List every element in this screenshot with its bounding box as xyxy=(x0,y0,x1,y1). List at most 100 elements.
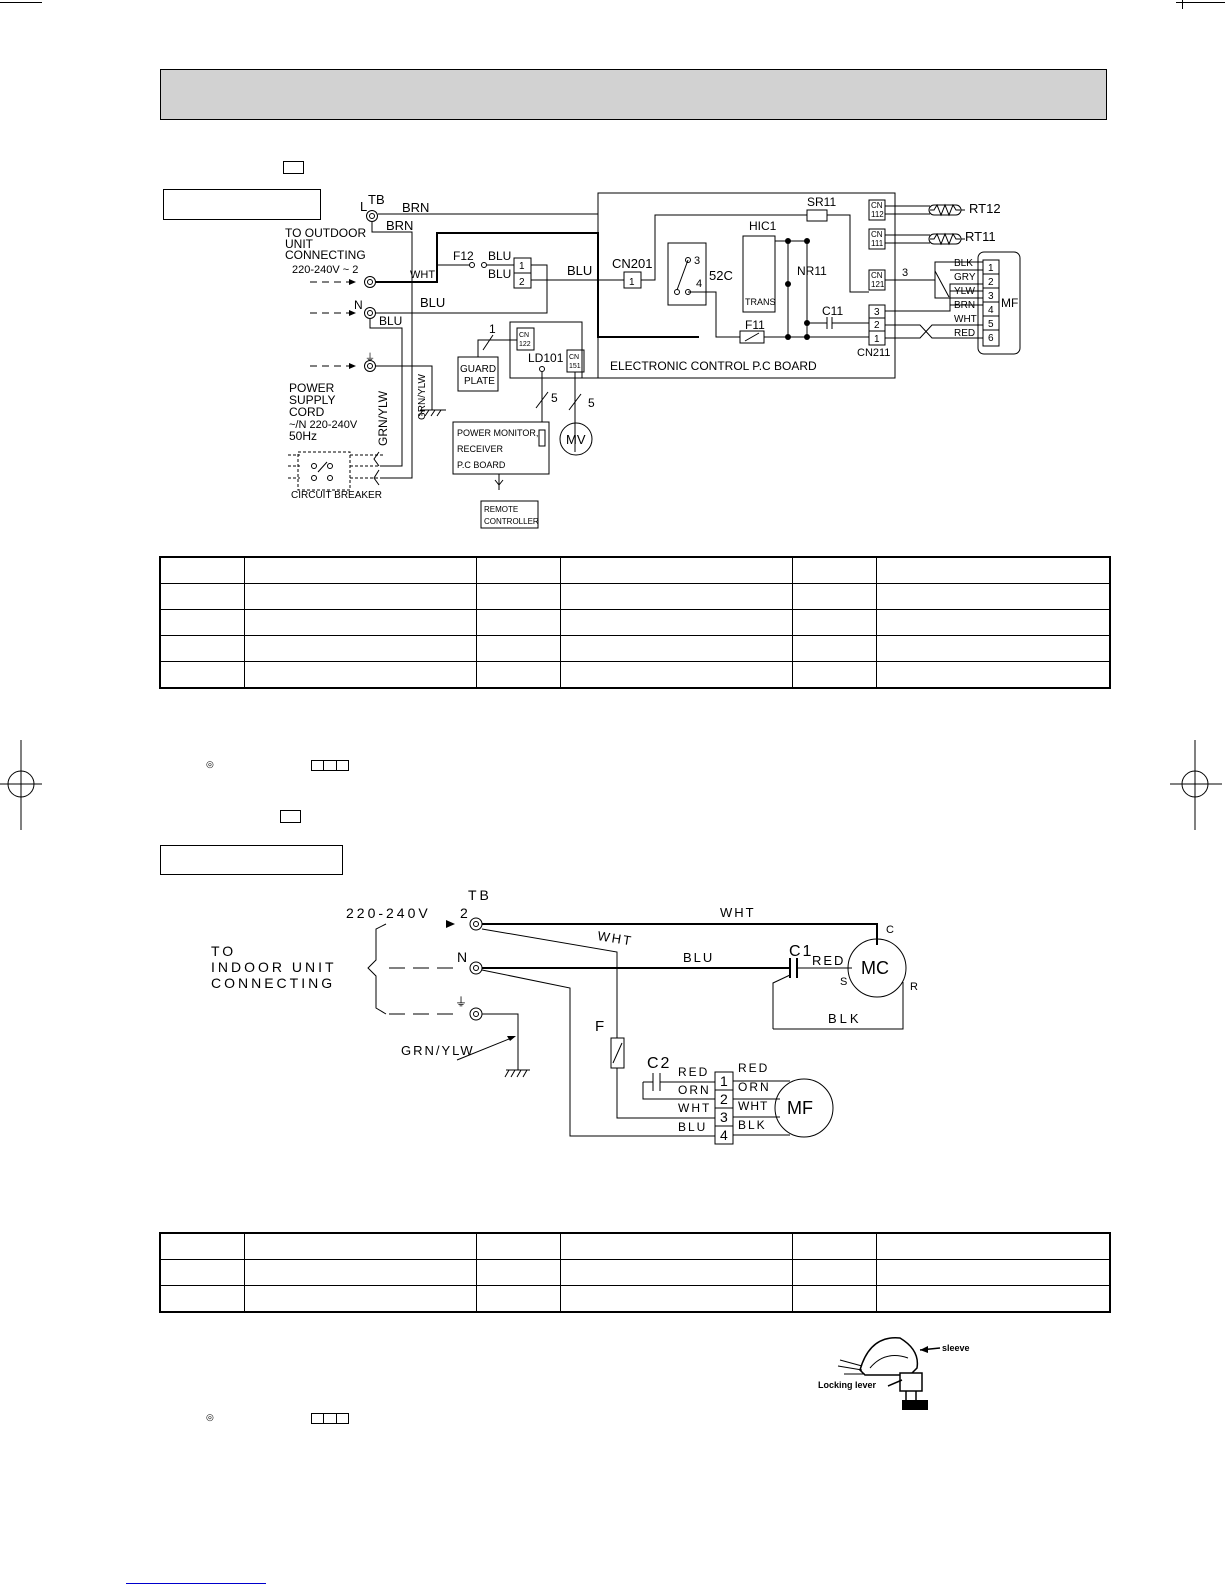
ld101-label: LD101 xyxy=(528,351,564,365)
mf-wire-label: WHT xyxy=(954,314,977,325)
section-title-band xyxy=(160,69,1107,120)
to-outdoor-label: TO OUTDOOR xyxy=(285,226,366,240)
circuit-breaker-label: CIRCUIT BREAKER xyxy=(291,490,382,501)
ground-symbol-icon: ⏚ xyxy=(455,995,467,1009)
rt11-label: RT11 xyxy=(965,229,996,244)
relay-pin-label: 3 xyxy=(694,255,700,267)
table-row xyxy=(159,1232,1111,1260)
crop-mark xyxy=(0,2,42,3)
fan-wire-right: RED xyxy=(738,1061,769,1075)
indoor-unit-label-box xyxy=(163,189,321,220)
pin-label: 1 xyxy=(519,261,525,272)
mf-pin-label: 3 xyxy=(988,291,994,302)
model-marker-box xyxy=(280,810,301,823)
to-outdoor-label: UNIT xyxy=(285,237,314,251)
table-row xyxy=(159,583,1111,610)
brn-wire-label: BRN xyxy=(386,218,413,233)
model-code-box xyxy=(311,760,349,771)
cn112-label: CN xyxy=(871,201,883,210)
outdoor-tb-label: TB xyxy=(468,887,492,903)
grn-ylw-label: GRN/YLW xyxy=(401,1043,475,1058)
blu-wire-label: BLU xyxy=(420,295,445,310)
relay-pin-label: 4 xyxy=(696,278,702,290)
wire-count-label: 3 xyxy=(902,267,908,279)
wht-wire-label: WHT xyxy=(597,928,635,948)
terminal-l-label: L xyxy=(360,199,367,214)
capacitor-c1-label: C1 xyxy=(789,943,813,960)
to-indoor-label: CONNECTING xyxy=(211,975,335,991)
wht-wire-label: WHT xyxy=(410,269,435,281)
cn211-pin-label: 2 xyxy=(874,320,880,331)
fan-wire-right: BLK xyxy=(738,1118,767,1132)
cn111-label: 111 xyxy=(871,239,884,248)
cn201-label: CN201 xyxy=(612,256,652,271)
rt12-label: RT12 xyxy=(969,201,1001,216)
fan-motor-mf-label: MF xyxy=(787,1098,813,1118)
fuse-f12-label: F12 xyxy=(453,249,474,263)
cn211-pin-label: 1 xyxy=(874,334,880,345)
to-indoor-label: TO xyxy=(211,943,236,959)
fan-wire-right: WHT xyxy=(738,1099,768,1113)
mf-pin-label: 4 xyxy=(988,305,994,316)
indoor-wiring-diagram: TB L BRN BRN TO OUTDOOR UNIT CONNECTING … xyxy=(285,192,1021,529)
mf-pin-label: 5 xyxy=(988,319,994,330)
mf-wire-label: RED xyxy=(954,328,975,339)
mc-terminal-s: S xyxy=(840,976,847,988)
compressor-mc-label: MC xyxy=(861,958,889,978)
table-row xyxy=(159,1259,1111,1286)
guard-wire-count: 1 xyxy=(489,322,496,336)
red-wire-label: RED xyxy=(812,953,845,968)
power-supply-label: SUPPLY xyxy=(289,393,335,407)
cn121-label: 121 xyxy=(871,280,885,289)
fan-pin-label: 2 xyxy=(720,1091,728,1107)
trans-label: TRANS xyxy=(745,297,776,307)
table-row xyxy=(159,635,1111,662)
nr11-label: NR11 xyxy=(797,264,827,278)
blu-wire-label: BLU xyxy=(488,267,511,281)
mf-pin-label: 6 xyxy=(988,333,994,344)
model-marker-box xyxy=(283,161,304,174)
fan-wire-left: WHT xyxy=(678,1101,711,1115)
cn151-label: 151 xyxy=(569,363,581,370)
cn111-label: CN xyxy=(871,230,883,239)
to-indoor-label: INDOOR UNIT xyxy=(211,959,337,975)
table-row xyxy=(159,1285,1111,1313)
cn211-label: CN211 xyxy=(857,347,890,359)
receiver-board-label: POWER MONITOR, xyxy=(457,428,538,438)
table-row xyxy=(159,556,1111,584)
relay-52c-label: 52C xyxy=(709,268,733,283)
hic1-label: HIC1 xyxy=(749,219,777,233)
power-supply-label: CORD xyxy=(289,405,325,419)
fuse-f11-label: F11 xyxy=(745,318,765,332)
wire-count-label: 5 xyxy=(588,396,595,410)
mc-terminal-r: R xyxy=(910,981,918,993)
cn151-label: CN xyxy=(569,354,579,361)
power-supply-label: ~/N 220-240V xyxy=(289,419,358,431)
model-code-box xyxy=(311,1413,349,1424)
table-row xyxy=(159,609,1111,636)
c11-label: C11 xyxy=(822,304,843,318)
crop-mark xyxy=(1182,0,1183,9)
blu-wire-label: BLU xyxy=(683,950,714,965)
power-supply-label: 50Hz xyxy=(289,429,317,443)
blk-wire-label: BLK xyxy=(828,1011,862,1026)
blu-wire-label: BLU xyxy=(567,263,592,278)
mf-pin-label: 1 xyxy=(988,263,994,274)
mf-wire-label: BRN xyxy=(954,300,975,311)
outdoor-voltage-label: 220-240V xyxy=(346,905,431,921)
fan-wire-left: BLU xyxy=(678,1120,707,1134)
terminal-n-label: N xyxy=(457,949,467,965)
guard-plate-label: GUARD xyxy=(460,364,496,375)
voltage-label: 220-240V ~ 2 xyxy=(292,264,358,276)
mf-wire-label: GRY xyxy=(954,272,976,283)
to-outdoor-label: CONNECTING xyxy=(285,248,366,262)
cn201-pin-label: 1 xyxy=(629,277,635,288)
page-link-underline xyxy=(126,1583,266,1584)
tb-label: TB xyxy=(368,192,385,207)
indoor-parts-table xyxy=(159,556,1111,689)
grn-ylw-label: GRN/YLW xyxy=(417,374,428,420)
capacitor-c2-label: C2 xyxy=(647,1055,671,1072)
outdoor-parts-table xyxy=(159,1232,1111,1313)
crop-mark xyxy=(1176,2,1225,3)
fuse-f-label: F xyxy=(595,1018,604,1035)
